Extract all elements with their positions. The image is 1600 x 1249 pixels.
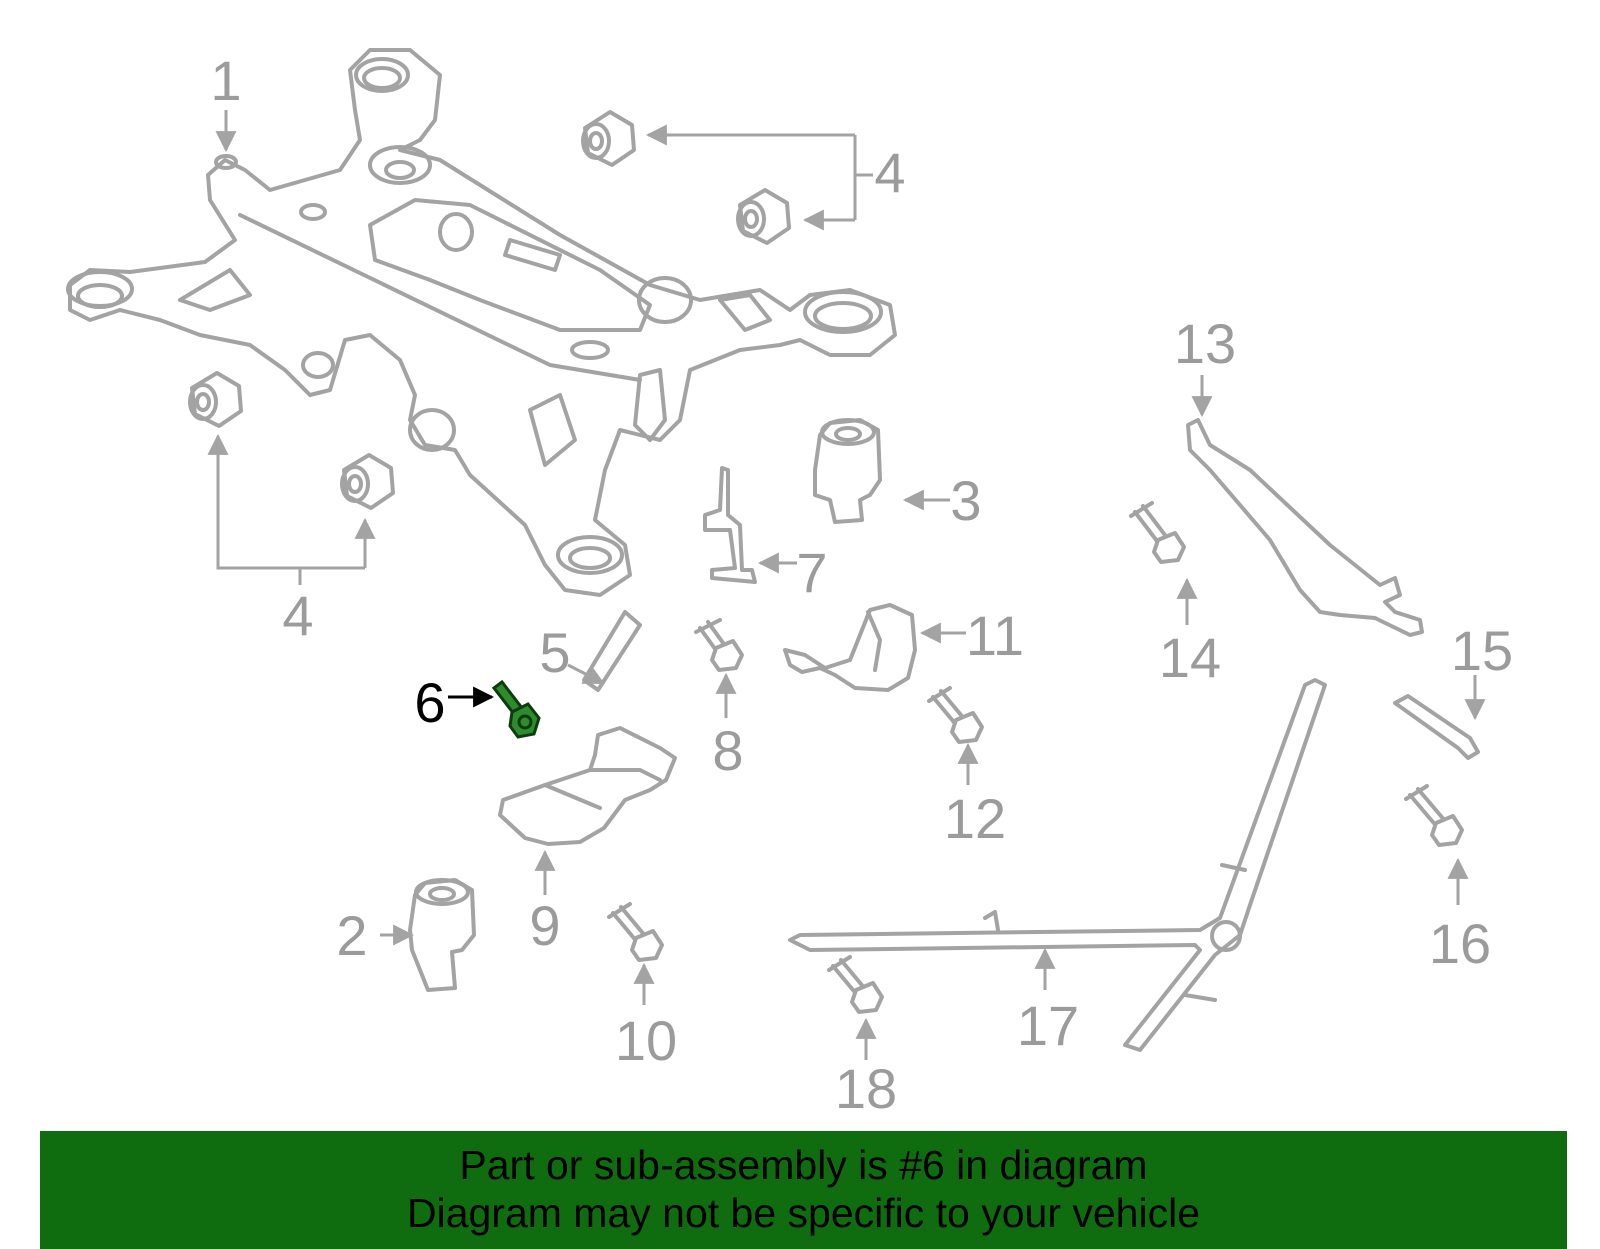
bushing-part[interactable] bbox=[581, 110, 636, 167]
bushing-part[interactable] bbox=[736, 188, 791, 245]
callout-label: 14 bbox=[1159, 626, 1221, 689]
bushing-part[interactable] bbox=[188, 371, 243, 428]
callout-label: 9 bbox=[529, 894, 560, 957]
callout-label: 4 bbox=[282, 584, 313, 647]
callout-label: 15 bbox=[1451, 619, 1513, 682]
bolt-part[interactable] bbox=[827, 955, 884, 1014]
bolt-part[interactable] bbox=[607, 902, 664, 962]
callout-label: 13 bbox=[1174, 312, 1236, 375]
tube-part[interactable] bbox=[1393, 694, 1480, 760]
bushing-part[interactable] bbox=[340, 453, 395, 510]
bracket-part[interactable] bbox=[783, 603, 917, 692]
callout-label: 3 bbox=[950, 469, 981, 532]
bolt-part[interactable] bbox=[1129, 501, 1186, 564]
highlighted-callout-label: 6 bbox=[414, 671, 445, 734]
banner-line-part-number: Part or sub-assembly is #6 in diagram bbox=[459, 1142, 1148, 1188]
callout-label: 10 bbox=[615, 1009, 677, 1072]
callout-label: 2 bbox=[336, 904, 367, 967]
bolt-part[interactable] bbox=[927, 686, 984, 744]
banner-line-disclaimer: Diagram may not be specific to your vehi… bbox=[406, 1190, 1200, 1236]
info-banner: Part or sub-assembly is #6 in diagram Di… bbox=[40, 1131, 1567, 1249]
bracket-part[interactable] bbox=[703, 466, 757, 584]
leader-lines bbox=[207, 110, 1486, 1060]
shield-part[interactable] bbox=[498, 726, 677, 846]
callout-label: 5 bbox=[539, 621, 570, 684]
bolt-part[interactable] bbox=[694, 618, 744, 672]
mount-part[interactable] bbox=[408, 878, 476, 992]
callout-label: 8 bbox=[712, 719, 743, 782]
mount-part[interactable] bbox=[813, 418, 882, 524]
callout-labels: 1 2 3 4 4 5 6 7 8 9 10 11 12 13 14 15 16… bbox=[210, 49, 1513, 1120]
callout-label: 1 bbox=[210, 49, 241, 112]
bolt-part[interactable] bbox=[1404, 784, 1464, 847]
callout-label: 16 bbox=[1429, 912, 1491, 975]
brace-part[interactable] bbox=[788, 678, 1327, 1052]
callout-label: 18 bbox=[835, 1057, 897, 1120]
callout-label: 4 bbox=[874, 141, 905, 204]
callout-label: 7 bbox=[796, 541, 827, 604]
brace-part[interactable] bbox=[1186, 418, 1424, 637]
callout-label: 17 bbox=[1017, 994, 1079, 1057]
highlighted-bolt-part[interactable] bbox=[491, 679, 541, 739]
callout-label: 11 bbox=[966, 604, 1024, 667]
callout-label: 12 bbox=[944, 787, 1006, 850]
subframe-part[interactable] bbox=[66, 48, 897, 597]
